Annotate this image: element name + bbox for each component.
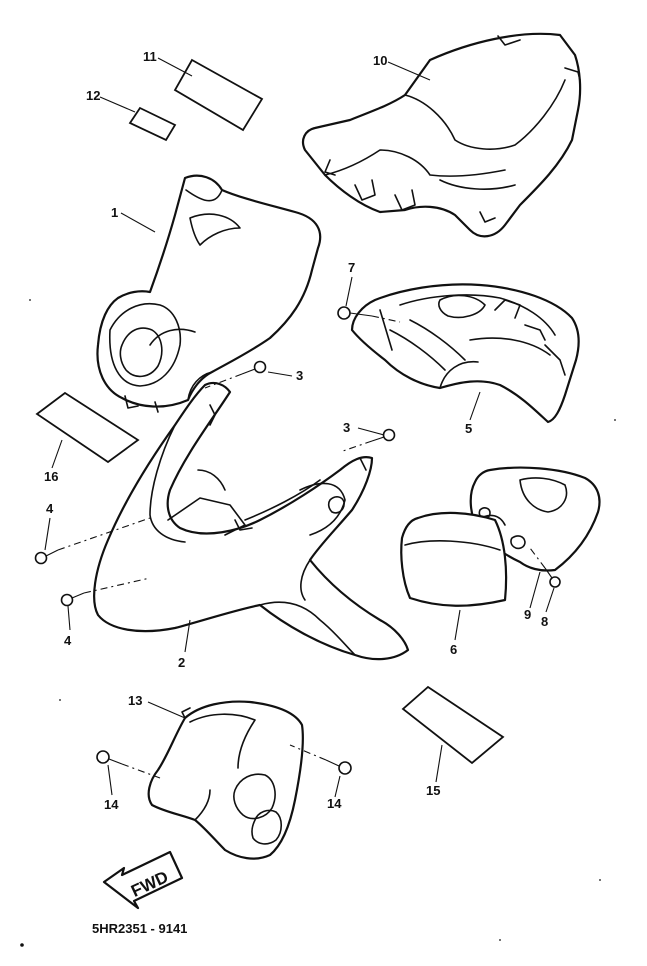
callout-9: 9 — [524, 607, 531, 622]
screw-8-9 — [544, 567, 561, 588]
callout-2: 2 — [178, 655, 185, 670]
screw-14-left — [96, 750, 123, 765]
callout-5: 5 — [465, 421, 472, 436]
part-1-front-upper-cover — [96, 174, 322, 413]
callout-7: 7 — [348, 260, 355, 275]
callout-13: 13 — [128, 693, 142, 708]
callout-16: 16 — [44, 469, 58, 484]
callout-8: 8 — [541, 614, 548, 629]
part-5-meter-cover — [350, 283, 580, 424]
part-10-inner-cover — [301, 32, 582, 238]
callout-3-lower: 3 — [343, 420, 350, 435]
callout-12: 12 — [86, 88, 100, 103]
part-16-label — [35, 391, 140, 464]
screw-14-right — [325, 759, 352, 775]
diagram-code: 5HR2351 - 9141 — [92, 921, 187, 936]
assembly-lines — [57, 315, 546, 779]
forward-direction-arrow: FWD — [102, 850, 184, 910]
callout-11: 11 — [143, 49, 157, 64]
callout-numbers: 10 11 12 1 3 3 7 5 16 4 4 2 6 9 8 13 14 … — [44, 49, 548, 812]
screw-4-lower — [60, 592, 85, 607]
callout-15: 15 — [426, 783, 440, 798]
screw-4-upper — [34, 549, 59, 565]
leader-lines — [44, 57, 555, 798]
part-11-label — [173, 58, 264, 132]
screw-3-upper — [241, 360, 267, 375]
part-6-inner-panel — [400, 466, 601, 607]
callout-6: 6 — [450, 642, 457, 657]
callout-3-upper: 3 — [296, 368, 303, 383]
part-12-label — [128, 106, 177, 142]
bolt-7 — [337, 306, 373, 320]
callout-10: 10 — [373, 53, 387, 68]
part-13-inner-front-cover — [147, 700, 305, 860]
callout-4-upper: 4 — [46, 501, 54, 516]
callout-1: 1 — [111, 205, 118, 220]
scan-speckles — [20, 299, 616, 947]
callout-4-lower: 4 — [64, 633, 72, 648]
callout-14-right: 14 — [327, 796, 342, 811]
part-2-front-lower-cover — [93, 381, 410, 661]
callout-14-left: 14 — [104, 797, 119, 812]
part-15-label — [401, 685, 505, 765]
